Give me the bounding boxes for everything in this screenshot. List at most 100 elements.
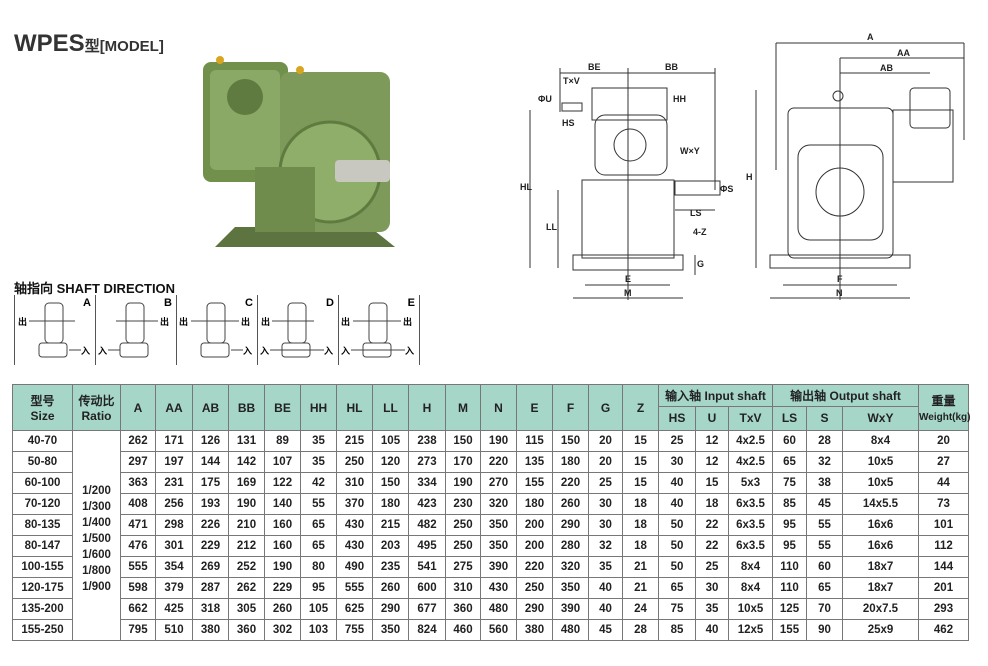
in-label: 入 [80, 346, 90, 356]
value-cell: 20 [918, 430, 969, 452]
value-cell: 480 [480, 598, 517, 620]
value-cell: 18 [695, 493, 729, 515]
out-label: 出 [179, 316, 188, 327]
column-header-n: N [480, 384, 517, 431]
value-cell: 155 [772, 619, 807, 641]
value-cell: 18x7 [842, 556, 919, 578]
value-cell: 560 [480, 619, 517, 641]
value-cell: 90 [806, 619, 843, 641]
value-cell: 287 [192, 577, 229, 599]
column-header-m: M [445, 384, 481, 431]
value-cell: 115 [516, 430, 553, 452]
value-cell: 22 [695, 514, 729, 536]
value-cell: 126 [192, 430, 229, 452]
value-cell: 85 [658, 619, 696, 641]
gearbox-photo [203, 56, 395, 247]
dim-e-label: E [625, 274, 631, 284]
value-cell: 824 [408, 619, 446, 641]
value-cell: 105 [372, 430, 409, 452]
shaft-direction-title: 轴指向 SHAFT DIRECTION [14, 281, 176, 296]
value-cell: 201 [918, 577, 969, 599]
dim-wxy-label: W×Y [680, 146, 700, 156]
value-cell: 150 [372, 472, 409, 494]
dim-be-label: BE [588, 62, 601, 72]
value-cell: 190 [480, 430, 517, 452]
value-cell: 302 [264, 619, 301, 641]
column-header-ll: LL [372, 384, 409, 431]
value-cell: 24 [622, 598, 659, 620]
in-label: 入 [404, 346, 414, 356]
value-cell: 22 [695, 535, 729, 557]
value-cell: 256 [155, 493, 193, 515]
value-cell: 555 [336, 577, 373, 599]
size-cell: 50-80 [12, 451, 73, 473]
size-cell: 40-70 [12, 430, 73, 452]
value-cell: 18 [622, 535, 659, 557]
ratio-value: 1/800 [82, 564, 111, 577]
value-cell: 250 [516, 577, 553, 599]
value-cell: 350 [372, 619, 409, 641]
value-cell: 85 [772, 493, 807, 515]
value-cell: 430 [336, 514, 373, 536]
value-cell: 12x5 [728, 619, 773, 641]
value-cell: 35 [300, 451, 337, 473]
value-cell: 379 [155, 577, 193, 599]
out-label: 出 [241, 316, 250, 327]
value-cell: 305 [228, 598, 265, 620]
value-cell: 65 [300, 535, 337, 557]
column-header-g: G [588, 384, 623, 431]
value-cell: 390 [552, 598, 589, 620]
value-cell: 160 [264, 514, 301, 536]
value-cell: 160 [264, 535, 301, 557]
value-cell: 795 [120, 619, 156, 641]
value-cell: 50 [658, 535, 696, 557]
value-cell: 45 [806, 493, 843, 515]
value-cell: 4x2.5 [728, 451, 773, 473]
value-cell: 310 [336, 472, 373, 494]
value-cell: 105 [300, 598, 337, 620]
value-cell: 390 [480, 556, 517, 578]
value-cell: 30 [658, 451, 696, 473]
side-view-drawing: BE BB T×V ΦU HS HH HL LL W×Y ΦS LS 4-Z G… [520, 62, 733, 300]
value-cell: 175 [192, 472, 229, 494]
shaft-diagram-icon: 出入 [18, 302, 90, 358]
value-cell: 260 [264, 598, 301, 620]
value-cell: 8x4 [728, 577, 773, 599]
value-cell: 555 [120, 556, 156, 578]
dim-n-label: N [836, 288, 843, 298]
value-cell: 677 [408, 598, 446, 620]
value-cell: 169 [228, 472, 265, 494]
out-label: 出 [403, 316, 412, 327]
value-cell: 15 [695, 472, 729, 494]
size-cell: 155-250 [12, 619, 73, 641]
value-cell: 482 [408, 514, 446, 536]
model-suffix: 型[MODEL] [84, 38, 164, 55]
value-cell: 280 [552, 535, 589, 557]
value-cell: 598 [120, 577, 156, 599]
in-label: 入 [259, 346, 269, 356]
value-cell: 430 [480, 577, 517, 599]
value-cell: 480 [552, 619, 589, 641]
value-cell: 65 [772, 451, 807, 473]
dim-u-label: ΦU [538, 94, 552, 104]
value-cell: 122 [264, 472, 301, 494]
size-cell: 80-135 [12, 514, 73, 536]
value-cell: 40 [658, 493, 696, 515]
shaft-direction-options: 出入 A 出入 B 出出入 C 出入入 D 出出入入 E [14, 295, 420, 365]
value-cell: 27 [918, 451, 969, 473]
ratio-value: 1/300 [82, 500, 111, 513]
out-label: 出 [160, 316, 169, 327]
dim-h-label: H [746, 172, 753, 182]
value-cell: 38 [806, 472, 843, 494]
value-cell: 65 [658, 577, 696, 599]
value-cell: 28 [806, 430, 843, 452]
value-cell: 350 [480, 514, 517, 536]
dim-bb-label: BB [665, 62, 678, 72]
value-cell: 462 [918, 619, 969, 641]
value-cell: 89 [264, 430, 301, 452]
value-cell: 55 [806, 535, 843, 557]
